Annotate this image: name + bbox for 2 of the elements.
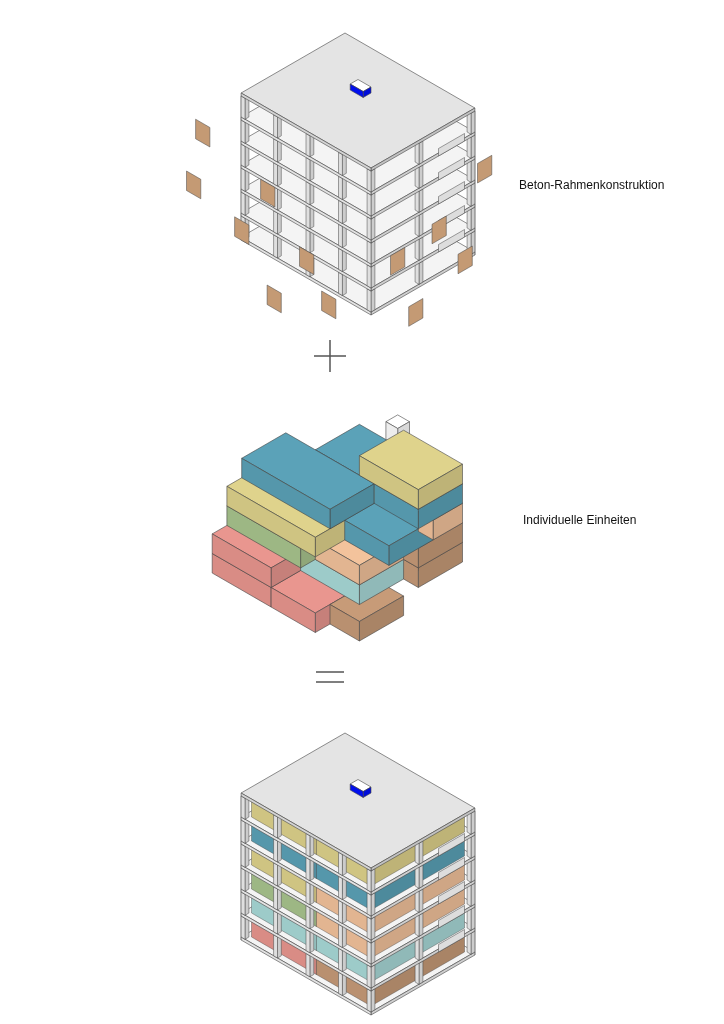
drawing-caption: Individuelle Einheiten xyxy=(523,513,637,527)
drawing-caption: Beton-Rahmenkonstruktion xyxy=(519,178,665,192)
